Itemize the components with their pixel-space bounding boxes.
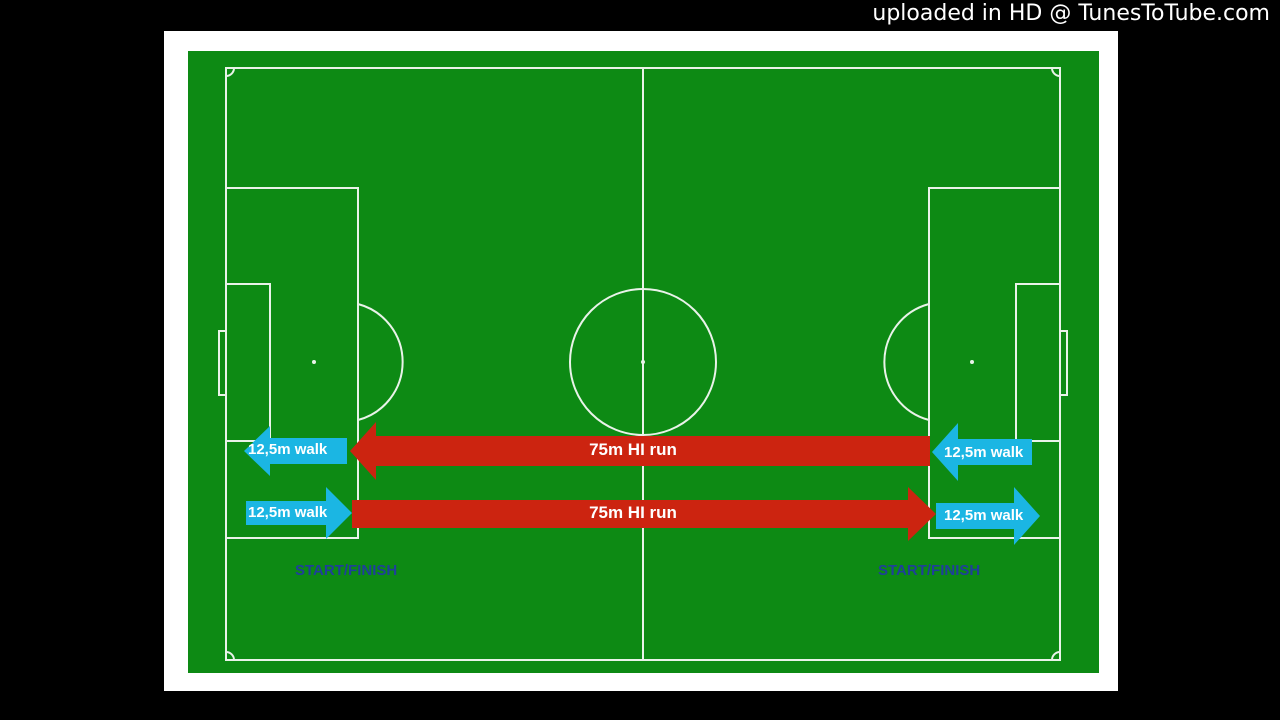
left-penalty-arc: [357, 303, 404, 421]
bottom-left-walk-label: 12,5m walk: [248, 504, 328, 521]
bottom-right-walk-arrow: [936, 487, 1040, 545]
top-run-arrow: [350, 422, 930, 480]
corner-arc-top-left: [225, 67, 235, 77]
start-finish-left-label: START/FINISH: [295, 562, 398, 579]
pitch-spots: [312, 360, 974, 364]
top-right-walk-label: 12,5m walk: [944, 444, 1024, 461]
left-penalty-spot: [312, 360, 316, 364]
corner-arc-bottom-left: [225, 651, 235, 661]
bottom-run-label: 75m HI run: [589, 503, 677, 522]
corner-arc-top-right: [1051, 67, 1061, 77]
bottom-run-arrow: [352, 487, 936, 541]
pitch-markings: [218, 67, 1068, 661]
right-penalty-arc: [883, 303, 930, 421]
top-run-label: 75m HI run: [589, 440, 677, 459]
start-finish-right-label: START/FINISH: [878, 562, 981, 579]
center-spot: [641, 360, 645, 364]
football-pitch: [188, 51, 1099, 673]
corner-arc-bottom-right: [1051, 651, 1061, 661]
watermark-text: uploaded in HD @ TunesToTube.com: [872, 1, 1270, 26]
top-left-walk-label: 12,5m walk: [248, 441, 328, 458]
center-circle: [569, 288, 717, 436]
top-left-walk-arrow: [244, 426, 347, 476]
top-right-walk-arrow: [932, 423, 1032, 481]
diagram-frame: 12,5m walk 75m HI run 12,5m walk 12,5m w…: [164, 31, 1118, 691]
bottom-right-walk-label: 12,5m walk: [944, 507, 1024, 524]
left-goal: [218, 330, 227, 396]
bottom-left-walk-arrow: [246, 487, 352, 539]
right-goal: [1059, 330, 1068, 396]
right-penalty-spot: [970, 360, 974, 364]
